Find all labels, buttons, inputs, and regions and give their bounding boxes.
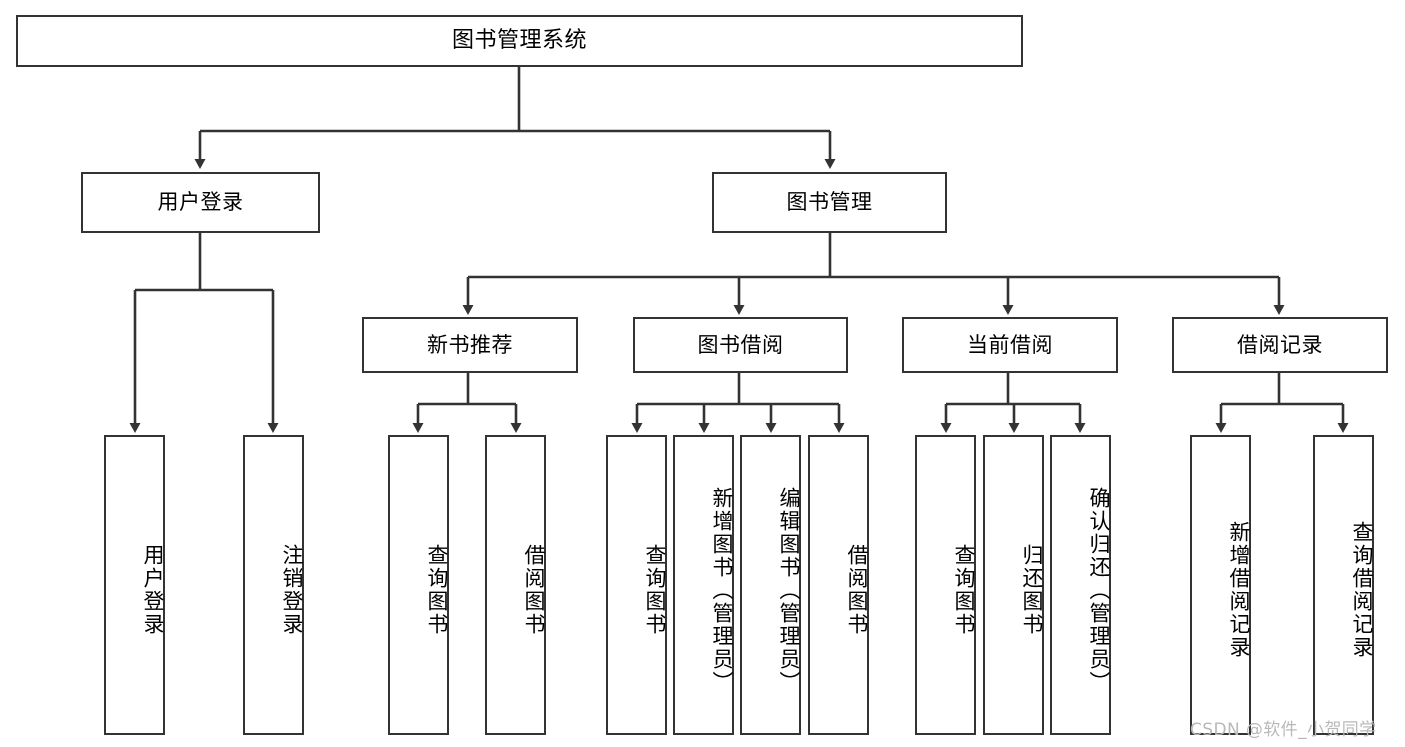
leaf-label: 编辑图书（管理员） [777, 486, 801, 694]
leaf-label: 查询图书 [425, 544, 449, 636]
csdn-watermark: CSDN @软件_小贺同学 [1190, 720, 1377, 740]
node-book-management[interactable]: 图书管理 [712, 172, 947, 233]
leaf-label: 归还图书 [1020, 544, 1044, 636]
leaf-borrow-books[interactable]: 借阅图书 [808, 435, 869, 735]
node-borrow-records[interactable]: 借阅记录 [1172, 317, 1388, 373]
leaf-label: 注销登录 [280, 544, 304, 636]
leaf-query-books-current[interactable]: 查询图书 [915, 435, 976, 735]
leaf-query-borrow-record[interactable]: 查询借阅记录 [1313, 435, 1374, 735]
leaf-label: 新增图书（管理员） [710, 486, 734, 694]
leaf-label: 用户登录 [141, 544, 165, 636]
leaf-label: 查询图书 [952, 544, 976, 636]
leaf-confirm-return-admin[interactable]: 确认归还（管理员） [1050, 435, 1111, 735]
leaf-user-login[interactable]: 用户登录 [104, 435, 165, 735]
node-user-login[interactable]: 用户登录 [81, 172, 320, 233]
leaf-label: 查询图书 [643, 544, 667, 636]
node-new-book-recommend[interactable]: 新书推荐 [362, 317, 578, 373]
node-book-borrow[interactable]: 图书借阅 [633, 317, 848, 373]
leaf-label: 查询借阅记录 [1350, 521, 1374, 659]
leaf-borrow-books-recommend[interactable]: 借阅图书 [485, 435, 546, 735]
node-root-system[interactable]: 图书管理系统 [16, 15, 1023, 67]
node-current-borrow[interactable]: 当前借阅 [902, 317, 1118, 373]
leaf-logout[interactable]: 注销登录 [243, 435, 304, 735]
leaf-add-borrow-record[interactable]: 新增借阅记录 [1190, 435, 1251, 735]
leaf-label: 确认归还（管理员） [1087, 486, 1111, 694]
leaf-query-books-recommend[interactable]: 查询图书 [388, 435, 449, 735]
leaf-return-books[interactable]: 归还图书 [983, 435, 1044, 735]
leaf-edit-book-admin[interactable]: 编辑图书（管理员） [740, 435, 801, 735]
leaf-query-books-borrow[interactable]: 查询图书 [606, 435, 667, 735]
leaf-label: 借阅图书 [522, 544, 546, 636]
leaf-label: 借阅图书 [845, 544, 869, 636]
leaf-label: 新增借阅记录 [1227, 521, 1251, 659]
leaf-add-book-admin[interactable]: 新增图书（管理员） [673, 435, 734, 735]
